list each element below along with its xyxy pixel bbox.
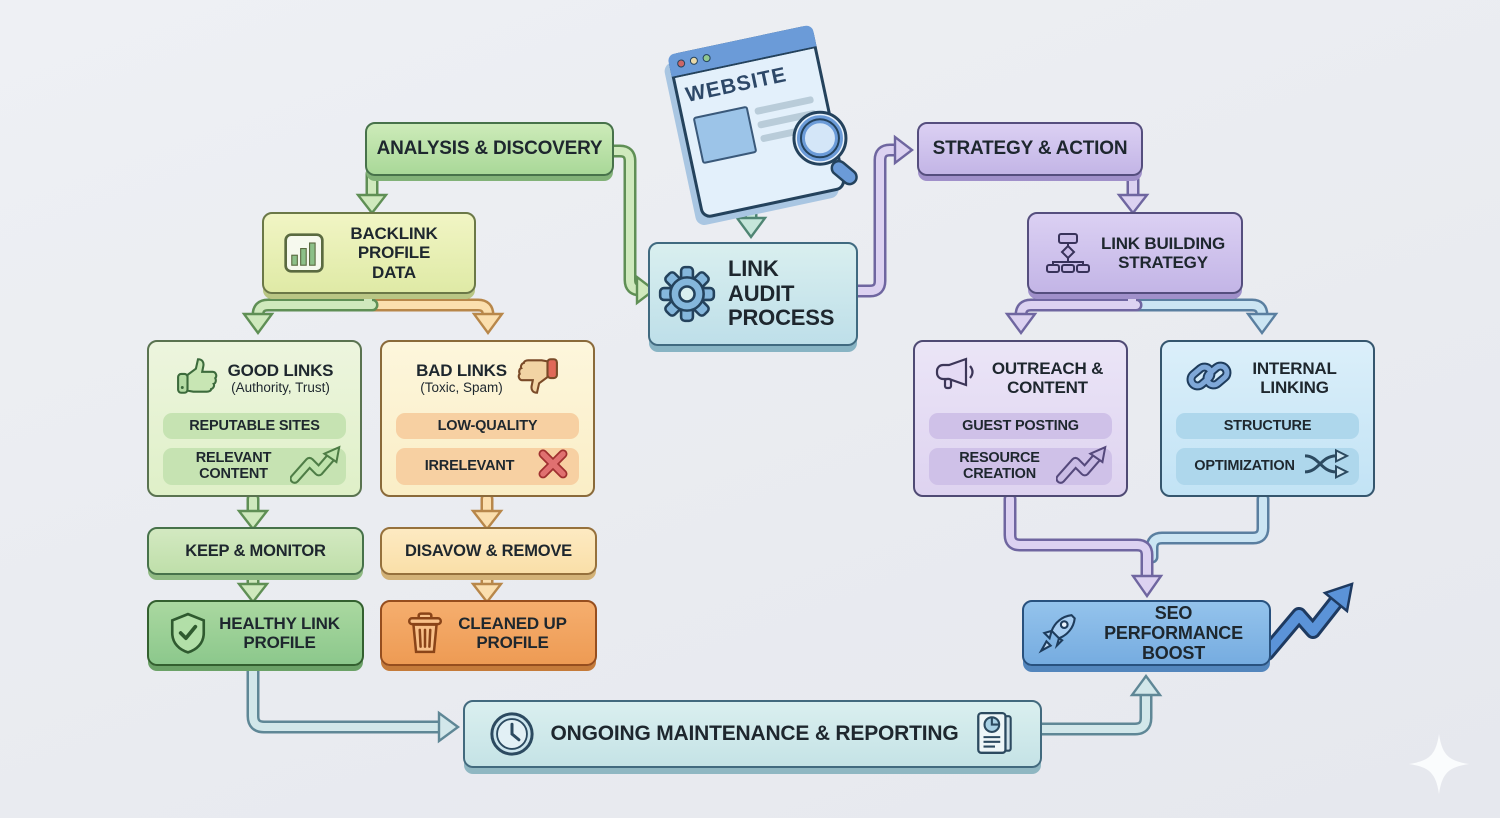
connector-building-to-internal bbox=[1121, 298, 1279, 336]
pill-low-quality: LOW-QUALITY bbox=[396, 413, 579, 439]
node-label: BACKLINK PROFILE DATA bbox=[350, 224, 438, 282]
sparkle-icon bbox=[1409, 734, 1469, 794]
pill-guest-posting: GUEST POSTING bbox=[929, 413, 1112, 439]
pill-label: REPUTABLE SITES bbox=[189, 417, 320, 434]
connector-bad-to-disavow bbox=[470, 492, 504, 531]
growth-arrow-icon bbox=[289, 443, 342, 489]
card-subtitle: (Authority, Trust) bbox=[231, 379, 330, 395]
connector-building-to-outreach bbox=[1004, 284, 1143, 336]
node-ongoing-maintenance: ONGOING MAINTENANCE & REPORTING bbox=[463, 700, 1042, 768]
connector-strategy-to-building bbox=[1116, 167, 1150, 215]
connector-backlink-to-bad bbox=[357, 298, 505, 336]
connector-analysis-to-backlink bbox=[355, 167, 389, 215]
pill-relevant-content: RELEVANT CONTENT bbox=[163, 445, 346, 485]
flowchart-icon bbox=[1045, 232, 1091, 274]
pill-label: STRUCTURE bbox=[1223, 417, 1312, 434]
pill-label: LOW-QUALITY bbox=[437, 417, 538, 434]
pill-label: OPTIMIZATION bbox=[1194, 458, 1295, 475]
card-internal-linking: INTERNAL LINKING STRUCTURE OPTIMIZATION bbox=[1160, 340, 1375, 497]
node-label: LINK BUILDING STRATEGY bbox=[1101, 233, 1225, 272]
browser-dot-green bbox=[701, 53, 712, 63]
pill-structure: STRUCTURE bbox=[1176, 413, 1359, 439]
pill-label: IRRELEVANT bbox=[424, 458, 515, 475]
trash-icon bbox=[407, 612, 443, 654]
card-title: GOOD LINKS bbox=[227, 360, 334, 380]
node-strategy-action: STRATEGY & ACTION bbox=[917, 122, 1143, 176]
node-healthy-link-profile: HEALTHY LINK PROFILE bbox=[147, 600, 364, 666]
node-label: ONGOING MAINTENANCE & REPORTING bbox=[550, 722, 959, 746]
node-cleaned-up-profile: CLEANED UP PROFILE bbox=[380, 600, 597, 666]
clock-icon bbox=[489, 711, 535, 757]
node-label: CLEANED UP PROFILE bbox=[458, 613, 567, 652]
chain-link-icon bbox=[1186, 356, 1232, 401]
node-label: SEO PERFORMANCE BOOST bbox=[1104, 602, 1243, 664]
connector-analysis-to-audit bbox=[603, 144, 656, 306]
card-bad-links: BAD LINKS (Toxic, Spam) LOW-QUALITY IRRE… bbox=[380, 340, 595, 497]
node-analysis-discovery: ANALYSIS & DISCOVERY bbox=[365, 122, 614, 176]
node-label: KEEP & MONITOR bbox=[185, 541, 326, 560]
connector-good-to-keep bbox=[236, 492, 270, 531]
pill-optimization: OPTIMIZATION bbox=[1176, 447, 1359, 485]
node-link-audit-process: LINK AUDIT PROCESS bbox=[648, 242, 858, 346]
connector-healthy-to-maintenance bbox=[246, 657, 461, 744]
shield-check-icon bbox=[169, 612, 207, 654]
card-title: OUTREACH & CONTENT bbox=[991, 358, 1104, 397]
shuffle-icon bbox=[1303, 447, 1351, 485]
seo-growth-arrow bbox=[1259, 582, 1354, 661]
node-label: STRATEGY & ACTION bbox=[932, 138, 1128, 160]
card-title: INTERNAL LINKING bbox=[1252, 358, 1337, 397]
connector-disavow-to-cleaned bbox=[470, 566, 504, 604]
pill-label: RESOURCE CREATION bbox=[959, 450, 1040, 483]
pill-label: GUEST POSTING bbox=[962, 417, 1079, 434]
pill-reputable-sites: REPUTABLE SITES bbox=[163, 413, 346, 439]
node-label: HEALTHY LINK PROFILE bbox=[219, 613, 340, 652]
node-disavow-remove: DISAVOW & REMOVE bbox=[380, 527, 597, 575]
connector-audit-to-strategy bbox=[847, 134, 914, 298]
magnifier-icon bbox=[792, 110, 858, 186]
rocket-icon bbox=[1037, 611, 1081, 655]
browser-dot-yellow bbox=[689, 56, 699, 66]
pill-irrelevant: IRRELEVANT bbox=[396, 447, 579, 485]
browser-dot-red bbox=[676, 58, 686, 69]
connector-backlink-to-good bbox=[241, 283, 379, 336]
report-icon bbox=[974, 711, 1016, 757]
node-link-building-strategy: LINK BUILDING STRATEGY bbox=[1027, 212, 1243, 294]
connector-internal-to-seo bbox=[1145, 492, 1270, 564]
connector-outreach-to-seo bbox=[1003, 492, 1164, 599]
node-label: LINK AUDIT PROCESS bbox=[728, 256, 835, 331]
card-title: BAD LINKS bbox=[416, 360, 507, 380]
card-outreach-content: OUTREACH & CONTENT GUEST POSTING RESOURC… bbox=[913, 340, 1128, 497]
node-label: DISAVOW & REMOVE bbox=[404, 541, 572, 560]
node-seo-performance-boost: SEO PERFORMANCE BOOST bbox=[1022, 600, 1271, 666]
node-backlink-profile-data: BACKLINK PROFILE DATA bbox=[262, 212, 476, 294]
connector-maintenance-to-seo bbox=[1033, 673, 1163, 736]
connector-keep-to-healthy bbox=[236, 566, 270, 604]
megaphone-icon bbox=[934, 356, 980, 400]
x-mark-icon bbox=[537, 448, 569, 484]
bar-chart-icon bbox=[284, 233, 324, 273]
pill-label: RELEVANT CONTENT bbox=[195, 450, 272, 483]
card-subtitle: (Toxic, Spam) bbox=[420, 379, 503, 395]
pill-resource-creation: RESOURCE CREATION bbox=[929, 445, 1112, 485]
node-keep-monitor: KEEP & MONITOR bbox=[147, 527, 364, 575]
website-illustration: WEBSITE bbox=[667, 24, 858, 220]
card-good-links: GOOD LINKS (Authority, Trust) REPUTABLE … bbox=[147, 340, 362, 497]
growth-arrow-icon bbox=[1055, 443, 1108, 489]
thumbs-down-icon bbox=[515, 356, 559, 401]
thumbs-up-icon bbox=[176, 356, 220, 401]
gear-icon bbox=[658, 265, 716, 323]
node-label: ANALYSIS & DISCOVERY bbox=[376, 138, 603, 160]
